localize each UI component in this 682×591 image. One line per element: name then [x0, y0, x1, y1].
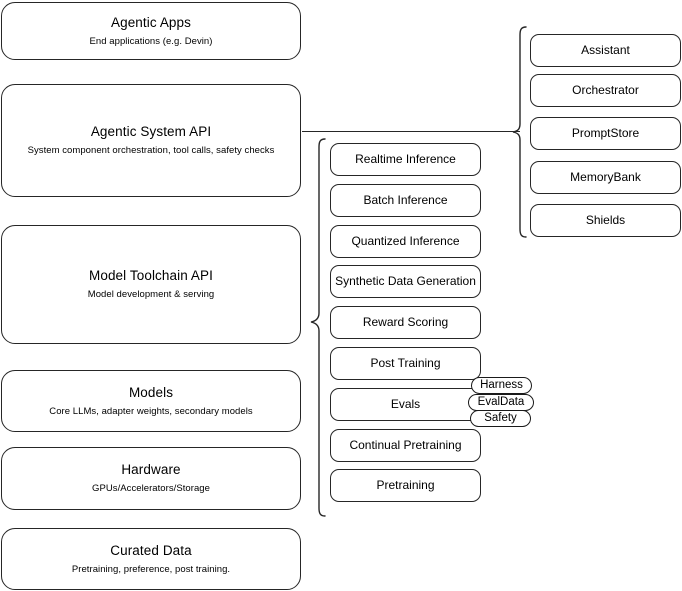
bracket-toolchain-capabilities [310, 138, 326, 518]
component-label: Orchestrator [572, 83, 639, 97]
capability-quantized-inference[interactable]: Quantized Inference [330, 225, 481, 258]
capability-post-training[interactable]: Post Training [330, 347, 481, 380]
layer-title: Models [128, 384, 174, 400]
layer-hardware[interactable]: Hardware GPUs/Accelerators/Storage [1, 447, 301, 510]
capability-label: Batch Inference [363, 193, 448, 207]
capability-label: Synthetic Data Generation [335, 274, 476, 288]
layer-subtitle: Model development & serving [87, 289, 215, 300]
component-label: MemoryBank [570, 170, 641, 184]
layer-title: Model Toolchain API [89, 268, 213, 284]
component-shields[interactable]: Shields [530, 204, 681, 237]
layer-agentic-apps[interactable]: Agentic Apps End applications (e.g. Devi… [1, 2, 301, 60]
eval-subcomponent-safety[interactable]: Safety [470, 410, 531, 427]
component-assistant[interactable]: Assistant [530, 34, 681, 67]
layer-curated-data[interactable]: Curated Data Pretraining, preference, po… [1, 528, 301, 590]
layer-agentic-system-api[interactable]: Agentic System API System component orch… [1, 84, 301, 197]
capability-label: Evals [390, 397, 421, 411]
layer-title: Curated Data [110, 542, 192, 558]
component-label: Shields [585, 213, 626, 227]
capability-continual-pretraining[interactable]: Continual Pretraining [330, 429, 481, 462]
eval-subcomponent-evaldata[interactable]: EvalData [468, 394, 534, 411]
capability-label: Realtime Inference [355, 152, 456, 166]
layer-subtitle: End applications (e.g. Devin) [89, 35, 213, 47]
capability-synthetic-data-generation[interactable]: Synthetic Data Generation [330, 265, 481, 298]
capability-realtime-inference[interactable]: Realtime Inference [330, 143, 481, 176]
capability-label: Quantized Inference [351, 234, 460, 248]
layer-model-toolchain-api[interactable]: Model Toolchain API Model development & … [1, 225, 301, 344]
layer-title: Hardware [121, 462, 181, 478]
component-promptstore[interactable]: PromptStore [530, 117, 681, 150]
layer-models[interactable]: Models Core LLMs, adapter weights, secon… [1, 370, 301, 432]
capability-label: Continual Pretraining [349, 438, 462, 452]
capability-pretraining[interactable]: Pretraining [330, 469, 481, 502]
capability-reward-scoring[interactable]: Reward Scoring [330, 306, 481, 339]
connector-system-api-to-components [302, 131, 520, 133]
eval-subcomponent-harness[interactable]: Harness [471, 377, 532, 394]
layer-subtitle: GPUs/Accelerators/Storage [92, 483, 210, 494]
layer-subtitle: Core LLMs, adapter weights, secondary mo… [49, 405, 253, 417]
capability-label: Post Training [370, 356, 441, 370]
component-label: PromptStore [571, 126, 640, 140]
layer-subtitle: System component orchestration, tool cal… [27, 145, 275, 156]
eval-subcomponent-label: EvalData [477, 395, 525, 408]
layer-title: Agentic Apps [110, 14, 191, 30]
capability-label: Pretraining [376, 478, 435, 492]
layer-title: Agentic System API [90, 124, 212, 140]
capability-evals[interactable]: Evals [330, 388, 481, 421]
eval-subcomponent-label: Harness [480, 378, 523, 391]
capability-label: Reward Scoring [362, 315, 449, 329]
layer-subtitle: Pretraining, preference, post training. [71, 563, 231, 575]
eval-subcomponent-label: Safety [484, 411, 517, 424]
component-orchestrator[interactable]: Orchestrator [530, 74, 681, 107]
component-memorybank[interactable]: MemoryBank [530, 161, 681, 194]
component-label: Assistant [581, 43, 630, 57]
capability-batch-inference[interactable]: Batch Inference [330, 184, 481, 217]
